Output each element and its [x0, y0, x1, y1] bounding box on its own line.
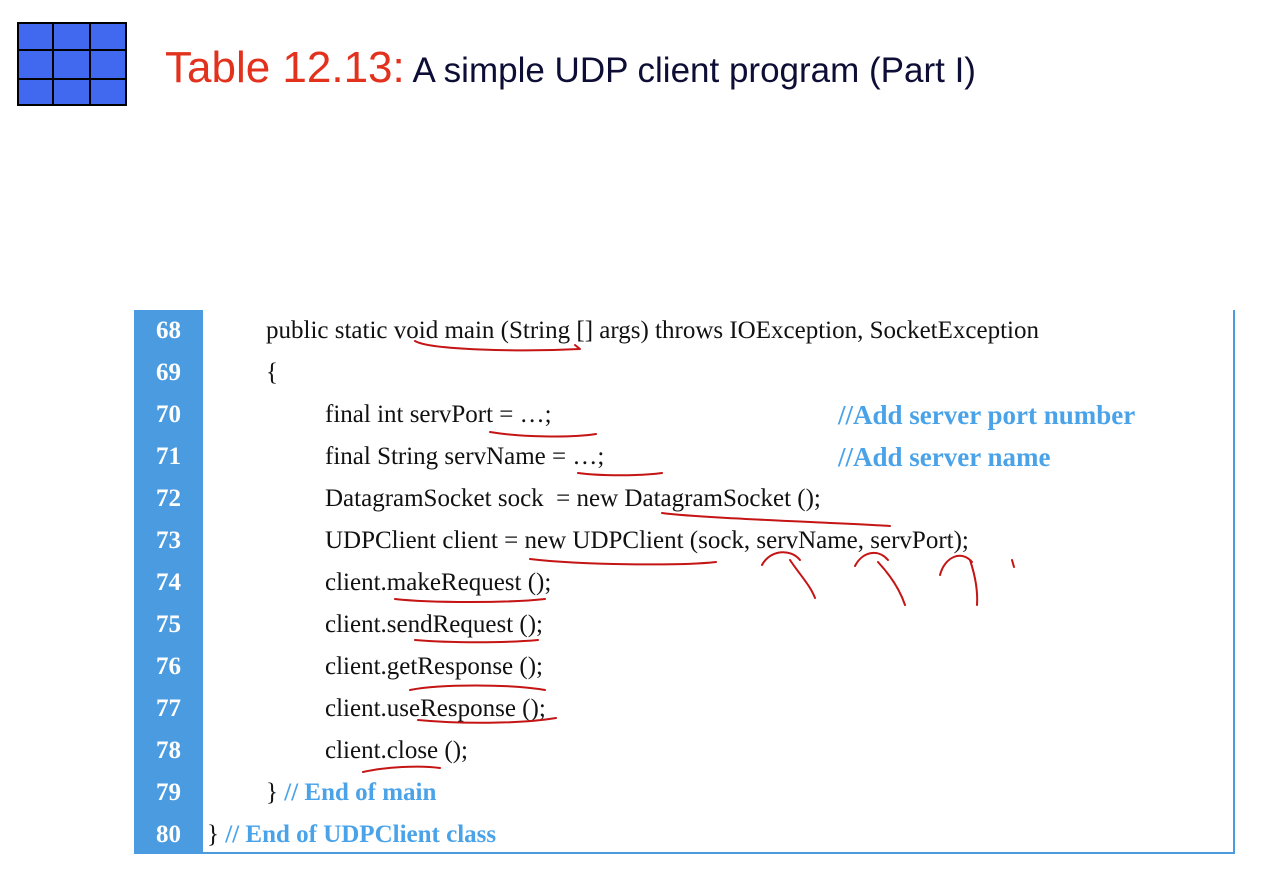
code-text: client.getResponse ();	[325, 653, 543, 680]
code-text: client.close ();	[325, 737, 468, 764]
table-caption: A simple UDP client program (Part I)	[404, 51, 976, 90]
code-line: 70 final int servPort = …; //Add server …	[134, 394, 1233, 436]
code-text: final int servPort = …;	[325, 401, 552, 428]
code-comment: //Add server port number	[838, 400, 1136, 430]
code-line: 80 } // End of UDPClient class	[134, 814, 1233, 856]
code-line: 76 client.getResponse ();	[134, 646, 1233, 688]
page-title: Table 12.13: A simple UDP client program…	[165, 46, 976, 90]
code-line: 74 client.makeRequest ();	[134, 562, 1233, 604]
line-number: 77	[156, 695, 181, 722]
code-line: 68 public static void main (String [] ar…	[134, 310, 1233, 352]
line-number: 79	[156, 779, 181, 806]
line-number: 70	[156, 401, 181, 428]
code-text: final String servName = …;	[325, 443, 605, 470]
line-number: 80	[156, 821, 181, 848]
code-text: client.sendRequest ();	[325, 611, 543, 638]
line-number: 69	[156, 359, 181, 386]
code-line: 71 final String servName = …; //Add serv…	[134, 436, 1233, 478]
line-number: 68	[156, 317, 181, 344]
code-comment: //Add server name	[838, 442, 1051, 472]
line-number: 71	[156, 443, 181, 470]
code-listing: 68 public static void main (String [] ar…	[134, 310, 1235, 854]
code-comment: // End of main	[284, 779, 437, 806]
code-line: 78 client.close ();	[134, 730, 1233, 772]
closing-brace: }	[266, 779, 285, 806]
code-line: 77 client.useResponse ();	[134, 688, 1233, 730]
line-number-gutter	[134, 310, 203, 852]
closing-brace: }	[207, 821, 226, 848]
table-number: Table 12.13:	[165, 43, 405, 92]
code-line: 75 client.sendRequest ();	[134, 604, 1233, 646]
code-comment: // End of UDPClient class	[225, 821, 497, 848]
code-line: 69 {	[134, 352, 1233, 394]
line-number: 75	[156, 611, 181, 638]
line-number: 73	[156, 527, 181, 554]
code-text: UDPClient client = new UDPClient (sock, …	[325, 527, 969, 554]
line-number: 76	[156, 653, 181, 680]
code-text: DatagramSocket sock = new DatagramSocket…	[325, 485, 821, 512]
code-text: public static void main (String [] args)…	[266, 317, 1039, 344]
code-line: 79 } // End of main	[134, 772, 1233, 814]
code-line: 73 UDPClient client = new UDPClient (soc…	[134, 520, 1233, 562]
code-text: } // End of main	[266, 772, 436, 814]
code-text: client.makeRequest ();	[325, 569, 552, 596]
code-line: 72 DatagramSocket sock = new DatagramSoc…	[134, 478, 1233, 520]
code-text: {	[266, 359, 278, 386]
table-grid-icon	[17, 22, 127, 106]
line-number: 72	[156, 485, 181, 512]
line-number: 78	[156, 737, 181, 764]
code-text: client.useResponse ();	[325, 695, 546, 722]
code-text: } // End of UDPClient class	[207, 814, 496, 856]
line-number: 74	[156, 569, 181, 596]
